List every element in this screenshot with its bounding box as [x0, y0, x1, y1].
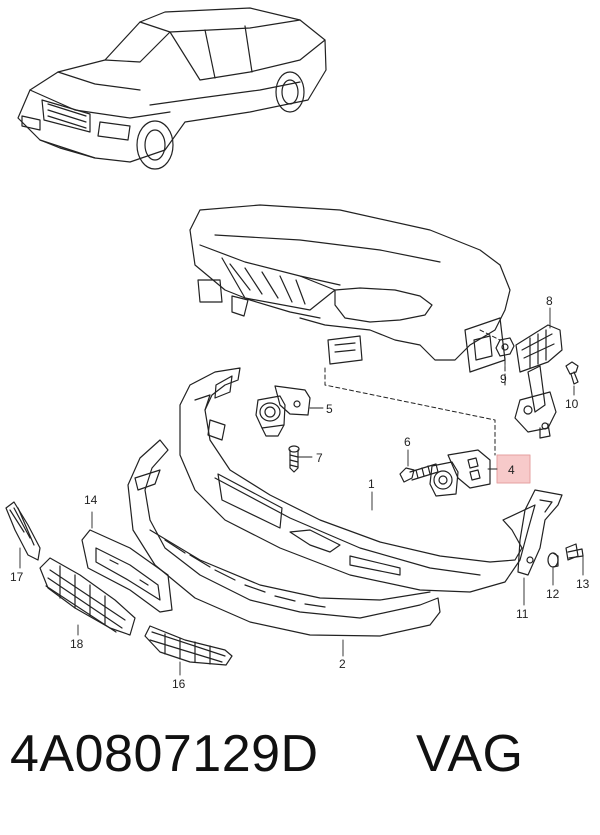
callout-labels: 1 2 4 5 6 7 8 9 10 11 12 13 14 16 17 18 — [10, 294, 590, 691]
side-bracket-11 — [517, 489, 563, 576]
callout-label-12: 12 — [546, 587, 560, 601]
callout-label-10: 10 — [565, 397, 579, 411]
grille-insert-18 — [39, 557, 136, 636]
callout-leader-lines — [19, 307, 584, 676]
bracket-5 — [255, 385, 311, 437]
callout-label-8: 8 — [546, 294, 553, 308]
lower-spoiler — [127, 439, 441, 637]
callout-label-9: 9 — [500, 372, 507, 386]
callout-label-13: 13 — [576, 577, 590, 591]
callout-label-17: 17 — [10, 570, 24, 584]
callout-label-11: 11 — [516, 607, 529, 621]
part-number: 4A0807129D — [10, 725, 319, 783]
screw-10 — [565, 361, 579, 385]
callout-label-7: 7 — [316, 451, 323, 465]
callout-label-14: 14 — [84, 493, 98, 507]
callout-label-2: 2 — [339, 657, 346, 671]
brand-label: VAG — [416, 725, 524, 783]
bumper-cover — [179, 367, 536, 593]
callout-label-18: 18 — [70, 637, 84, 651]
bracket-assembly-8 — [514, 324, 563, 439]
car-front-body — [189, 204, 511, 373]
assembly-leader-lines — [324, 329, 506, 456]
nut-9 — [495, 337, 515, 357]
callout-label-16: 16 — [172, 677, 186, 691]
screw-7 — [288, 445, 300, 473]
screw-13 — [565, 543, 584, 561]
callout-label-1: 1 — [368, 477, 375, 491]
callout-label-5: 5 — [326, 402, 333, 416]
callout-label-4: 4 — [508, 463, 515, 477]
callout-label-6: 6 — [404, 435, 411, 449]
grille-insert-17 — [5, 501, 41, 561]
license-plate-bracket — [81, 529, 173, 613]
bolt-6 — [399, 463, 439, 483]
clip-12 — [547, 552, 559, 568]
grille-insert-16 — [144, 625, 233, 666]
bracket-4 — [429, 449, 491, 497]
car-overview-illustration — [17, 7, 327, 170]
callout-4-highlight — [496, 454, 531, 484]
